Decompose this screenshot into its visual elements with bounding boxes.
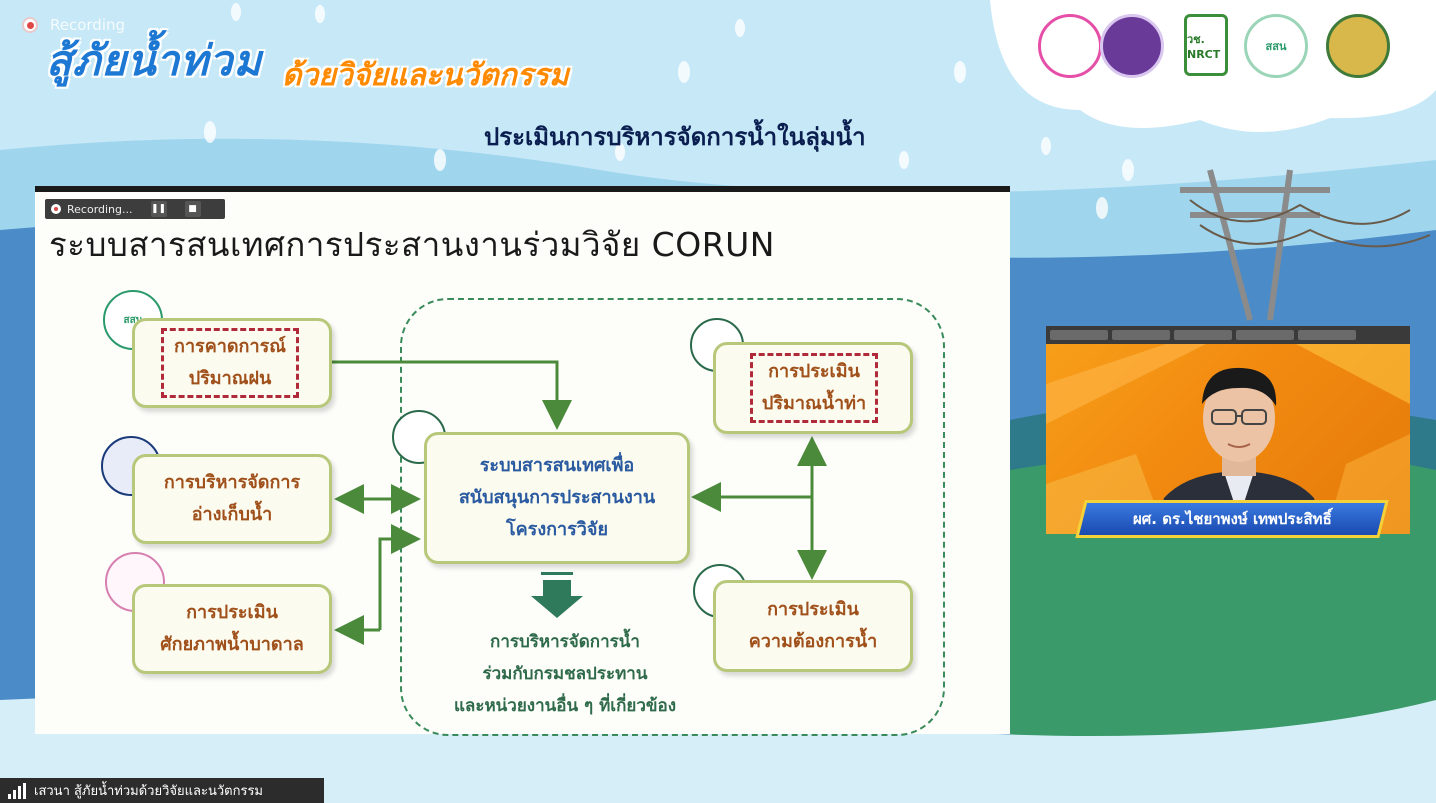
session-title: ประเมินการบริหารจัดการน้ำในลุ่มน้ำ bbox=[484, 123, 866, 151]
groundwater-box: การประเมิน ศักยภาพน้ำบาดาล bbox=[132, 584, 332, 674]
dashed-region bbox=[400, 298, 945, 736]
tab bbox=[1298, 330, 1356, 340]
tab bbox=[1050, 330, 1108, 340]
recording-dot-icon bbox=[51, 204, 61, 214]
box-line: ระบบสารสนเทศเพื่อ bbox=[479, 455, 635, 476]
tab bbox=[1174, 330, 1232, 340]
stream-title: เสวนา สู้ภัยน้ำท่วมด้วยวิจัยและนวัตกรรม bbox=[34, 784, 263, 799]
box-line: โครงการวิจัย bbox=[505, 519, 609, 540]
university-seal-logo-icon bbox=[1100, 14, 1164, 78]
ssn-logo-icon: สสน bbox=[1244, 14, 1308, 78]
slide-recording-bar: Recording... ❚❚ ■ bbox=[45, 199, 225, 219]
box-line: การคาดการณ์ bbox=[174, 336, 286, 357]
video-browser-tabs bbox=[1046, 326, 1410, 344]
tab bbox=[1236, 330, 1294, 340]
text-line: ร่วมกับกรมชลประทาน bbox=[482, 664, 648, 684]
box-line: ปริมาณน้ำท่า bbox=[761, 393, 867, 414]
speaker-video[interactable] bbox=[1046, 326, 1410, 534]
box-line: การประเมิน bbox=[768, 361, 860, 382]
information-system-box: ระบบสารสนเทศเพื่อ สนับสนุนการประสานงาน โ… bbox=[424, 432, 690, 564]
box-line: การบริหารจัดการ bbox=[163, 472, 301, 493]
pause-button[interactable]: ❚❚ bbox=[150, 201, 167, 217]
box-line: ปริมาณฝน bbox=[188, 368, 272, 389]
box-line: ความต้องการน้ำ bbox=[748, 631, 878, 652]
royal-seal-logo-icon bbox=[1326, 14, 1390, 78]
water-management-text: การบริหารจัดการน้ำ ร่วมกับกรมชลประทาน แล… bbox=[435, 626, 695, 722]
tab bbox=[1112, 330, 1170, 340]
rain-forecast-box: การคาดการณ์ ปริมาณฝน bbox=[132, 318, 332, 408]
text-line: การบริหารจัดการน้ำ bbox=[490, 632, 640, 652]
box-line: สนับสนุนการประสานงาน bbox=[458, 487, 656, 508]
runoff-assessment-box: การประเมิน ปริมาณน้ำท่า bbox=[713, 342, 913, 434]
recording-indicator-icon bbox=[22, 17, 38, 33]
recording-label: Recording bbox=[50, 16, 126, 34]
box-line: ศักยภาพน้ำบาดาล bbox=[160, 634, 304, 655]
box-line: การประเมิน bbox=[186, 602, 278, 623]
signal-strength-icon bbox=[8, 782, 26, 799]
text-line: และหน่วยงานอื่น ๆ ที่เกี่ยวข้อง bbox=[453, 696, 677, 716]
flow-arrows bbox=[332, 360, 827, 645]
stream-status-bar: เสวนา สู้ภัยน้ำท่วมด้วยวิจัยและนวัตกรรม bbox=[0, 778, 324, 803]
speaker-name: ผศ. ดร.ไชยาพงษ์ เทพประสิทธิ์ bbox=[1132, 510, 1332, 528]
water-demand-box: การประเมิน ความต้องการน้ำ bbox=[713, 580, 913, 672]
brand-title-line2: ด้วยวิจัยและนวัตกรรม bbox=[282, 58, 569, 93]
chula-logo-icon bbox=[1038, 14, 1102, 78]
brand-title-line1: สู้ภัยน้ำท่วม bbox=[46, 36, 263, 85]
nrct-logo-icon: วช. NRCT bbox=[1184, 14, 1228, 76]
reservoir-management-box: การบริหารจัดการ อ่างเก็บน้ำ bbox=[132, 454, 332, 544]
box-line: อ่างเก็บน้ำ bbox=[191, 504, 273, 525]
speaker-name-banner: ผศ. ดร.ไชยาพงษ์ เทพประสิทธิ์ bbox=[1075, 500, 1389, 538]
slide-title: ระบบสารสนเทศการประสานงานร่วมวิจัย CORUN bbox=[49, 225, 775, 264]
box-line: การประเมิน bbox=[767, 599, 859, 620]
highlight-dashed-box: การคาดการณ์ ปริมาณฝน bbox=[161, 328, 299, 398]
highlight-dashed-box: การประเมิน ปริมาณน้ำท่า bbox=[750, 353, 878, 423]
slide-recording-label: Recording... bbox=[67, 202, 133, 216]
shared-slide: Recording... ❚❚ ■ ระบบสารสนเทศการประสานง… bbox=[35, 186, 1010, 736]
stop-button[interactable]: ■ bbox=[184, 201, 201, 217]
